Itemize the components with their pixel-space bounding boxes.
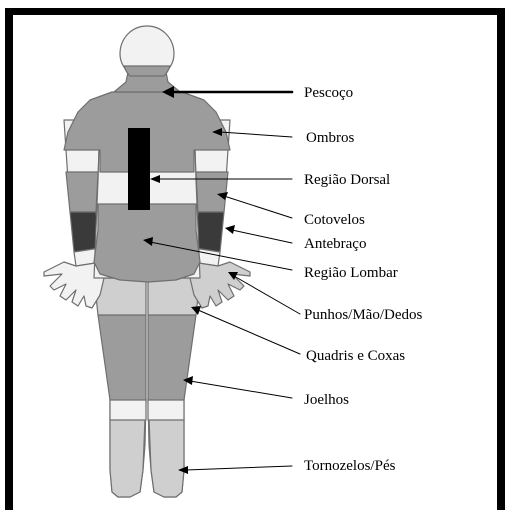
arrow-elbows bbox=[224, 196, 292, 218]
right-elbow-zone bbox=[196, 172, 228, 212]
dorsal-zone bbox=[128, 128, 150, 210]
arrow-hips-thighs bbox=[198, 310, 300, 354]
arrow-shoulders bbox=[220, 132, 292, 137]
left-ankle-foot-zone bbox=[110, 418, 145, 497]
right-knee-band bbox=[148, 398, 184, 420]
label-wrists-hands: Punhos/Mão/Dedos bbox=[304, 307, 423, 323]
right-ankle-foot-zone bbox=[149, 418, 184, 497]
label-ankles-feet: Tornozelos/Pés bbox=[304, 458, 396, 474]
right-knee-zone bbox=[148, 315, 196, 400]
frame-top bbox=[5, 8, 505, 15]
left-knee-zone bbox=[98, 315, 146, 400]
left-knee-band bbox=[110, 398, 146, 420]
human-figure-back-view bbox=[44, 26, 250, 497]
label-neck: Pescoço bbox=[304, 85, 353, 101]
label-lower-back: Região Lombar bbox=[304, 265, 398, 281]
arrow-forearm bbox=[232, 230, 292, 243]
frame-right bbox=[497, 8, 505, 510]
lower-back-zone bbox=[94, 204, 200, 282]
region-labels: Pescoço Ombros Região Dorsal Cotovelos A… bbox=[304, 85, 423, 474]
label-elbows: Cotovelos bbox=[304, 212, 365, 228]
label-knees: Joelhos bbox=[304, 392, 349, 408]
head-lower-shade bbox=[124, 66, 170, 76]
label-shoulders: Ombros bbox=[306, 130, 354, 146]
label-forearm: Antebraço bbox=[304, 236, 366, 252]
left-elbow-zone bbox=[66, 172, 98, 212]
frame-left bbox=[5, 8, 13, 510]
arrow-knees bbox=[190, 381, 292, 398]
label-upper-back: Região Dorsal bbox=[304, 172, 390, 188]
arrow-wrists-hands bbox=[234, 276, 300, 314]
arrow-ankles-feet bbox=[186, 466, 292, 470]
label-hips-thighs: Quadris e Coxas bbox=[306, 348, 405, 364]
arrow-forearm-head bbox=[225, 225, 235, 234]
